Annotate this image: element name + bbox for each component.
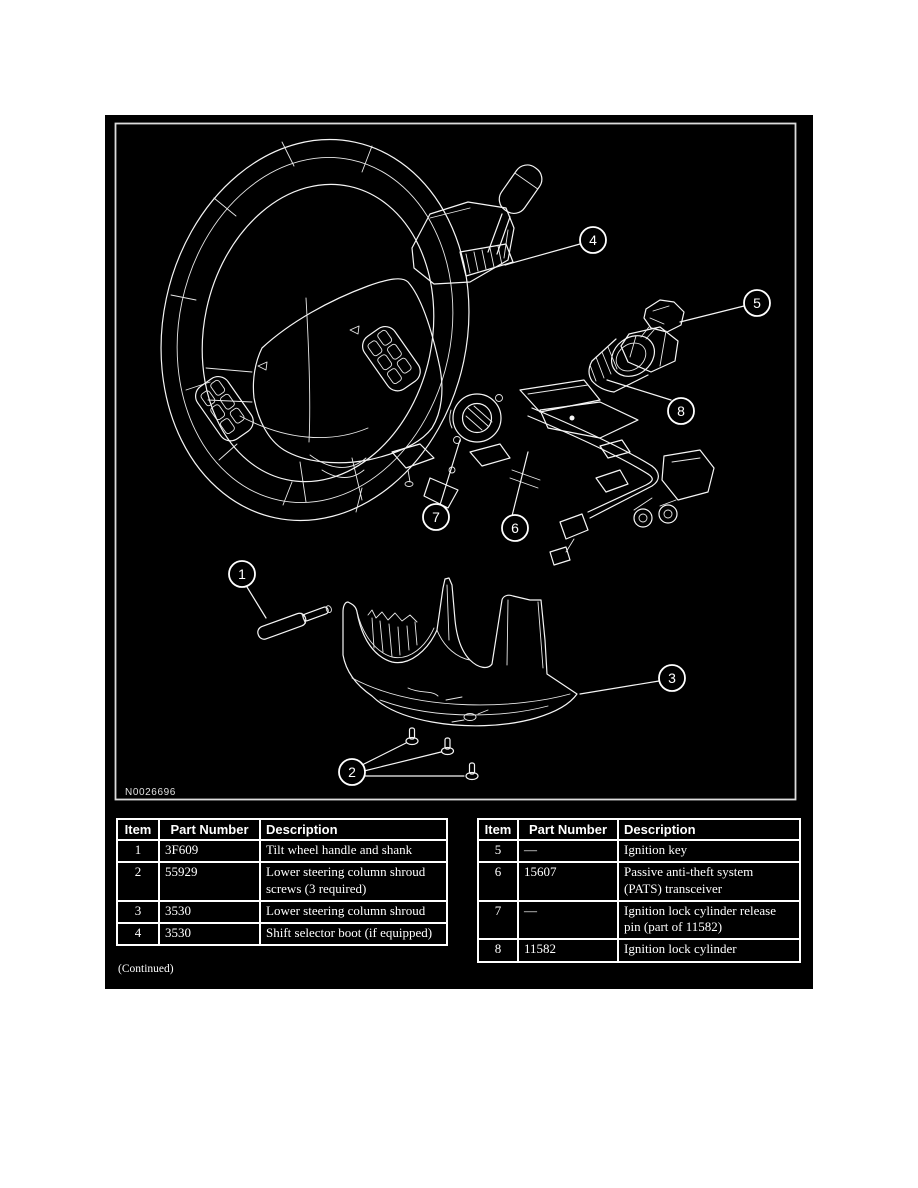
tilt-wheel-handle <box>257 605 332 640</box>
table-header-row: Item Part Number Description <box>477 818 801 841</box>
callout-7: 7 <box>422 439 461 531</box>
part-number-cell: — <box>517 899 619 941</box>
table-row: 4 3530 Shift selector boot (if equipped) <box>116 921 448 947</box>
description-cell: Tilt wheel handle and shank <box>259 838 448 864</box>
description-cell: Ignition key <box>617 838 801 864</box>
table-header-row: Item Part Number Description <box>116 818 448 841</box>
part-number-cell: 55929 <box>158 861 261 902</box>
table-row: 6 15607 Passive anti-theft system (PATS)… <box>477 861 801 902</box>
callout-2-number: 2 <box>348 764 356 780</box>
table-row: 2 55929 Lower steering column shroud scr… <box>116 861 448 902</box>
column-header-description: Description <box>259 818 448 841</box>
callout-6: 6 <box>501 451 529 542</box>
callout-4: 4 <box>504 226 607 266</box>
item-cell: 6 <box>477 861 519 902</box>
table-row: 7 — Ignition lock cylinder release pin (… <box>477 899 801 941</box>
item-cell: 5 <box>477 838 519 864</box>
callout-4-number: 4 <box>589 232 597 248</box>
description-cell: Lower steering column shroud <box>259 899 448 925</box>
item-cell: 4 <box>116 921 160 947</box>
item-cell: 7 <box>477 899 519 941</box>
table-row: 1 3F609 Tilt wheel handle and shank <box>116 838 448 864</box>
part-number-cell: 3530 <box>158 899 261 925</box>
screw <box>465 762 479 781</box>
item-cell: 8 <box>477 938 519 963</box>
right-switch-pod <box>362 326 421 392</box>
shroud-screws <box>405 727 479 781</box>
item-cell: 2 <box>116 861 160 902</box>
description-cell: Lower steering column shroud screws (3 r… <box>259 861 448 902</box>
callout-1-number: 1 <box>238 566 246 582</box>
callout-3: 3 <box>579 664 686 695</box>
part-number-cell: 3530 <box>158 921 261 947</box>
lower-shroud <box>342 577 578 727</box>
steering-wheel <box>160 138 470 522</box>
item-cell: 1 <box>116 838 160 864</box>
upper-shroud-and-boot <box>411 201 515 285</box>
ignition-lock-cylinder-and-key <box>588 299 685 393</box>
left-switch-pod <box>195 376 254 442</box>
callout-2: 2 <box>338 742 465 786</box>
part-number-cell: 11582 <box>517 938 619 963</box>
item-cell: 3 <box>116 899 160 925</box>
column-header-item: Item <box>477 818 519 841</box>
part-number-cell: 15607 <box>517 861 619 902</box>
callout-1: 1 <box>228 560 267 619</box>
diagram-frame <box>114 122 797 801</box>
column-header-part-number: Part Number <box>517 818 619 841</box>
column-header-part-number: Part Number <box>158 818 261 841</box>
part-number-cell: 3F609 <box>158 838 261 864</box>
steering-column-assembly <box>391 379 715 566</box>
turn-signal-stalk <box>487 164 543 255</box>
description-cell: Shift selector boot (if equipped) <box>259 921 448 947</box>
figure-id-label: N0026696 <box>125 787 176 798</box>
callout-6-number: 6 <box>511 520 519 536</box>
description-cell: Ignition lock cylinder <box>617 938 801 963</box>
callout-8-number: 8 <box>677 403 685 419</box>
continued-note: (Continued) <box>118 963 174 975</box>
screw <box>405 727 419 746</box>
parts-table-right: Item Part Number Description 5 — Ignitio… <box>477 818 801 963</box>
column-header-item: Item <box>116 818 160 841</box>
callout-5-number: 5 <box>753 295 761 311</box>
ignition-ring <box>449 393 503 444</box>
callout-7-number: 7 <box>432 509 440 525</box>
parts-table-left: Item Part Number Description 1 3F609 Til… <box>116 818 448 947</box>
table-row: 8 11582 Ignition lock cylinder <box>477 938 801 963</box>
column-header-description: Description <box>617 818 801 841</box>
description-cell: Passive anti-theft system (PATS) transce… <box>617 861 801 902</box>
description-cell: Ignition lock cylinder release pin (part… <box>617 899 801 941</box>
callout-5: 5 <box>679 289 771 323</box>
table-row: 3 3530 Lower steering column shroud <box>116 899 448 925</box>
screw <box>440 737 455 756</box>
callout-3-number: 3 <box>668 670 676 686</box>
part-number-cell: — <box>517 838 619 864</box>
callout-8: 8 <box>606 379 695 425</box>
table-row: 5 — Ignition key <box>477 838 801 864</box>
